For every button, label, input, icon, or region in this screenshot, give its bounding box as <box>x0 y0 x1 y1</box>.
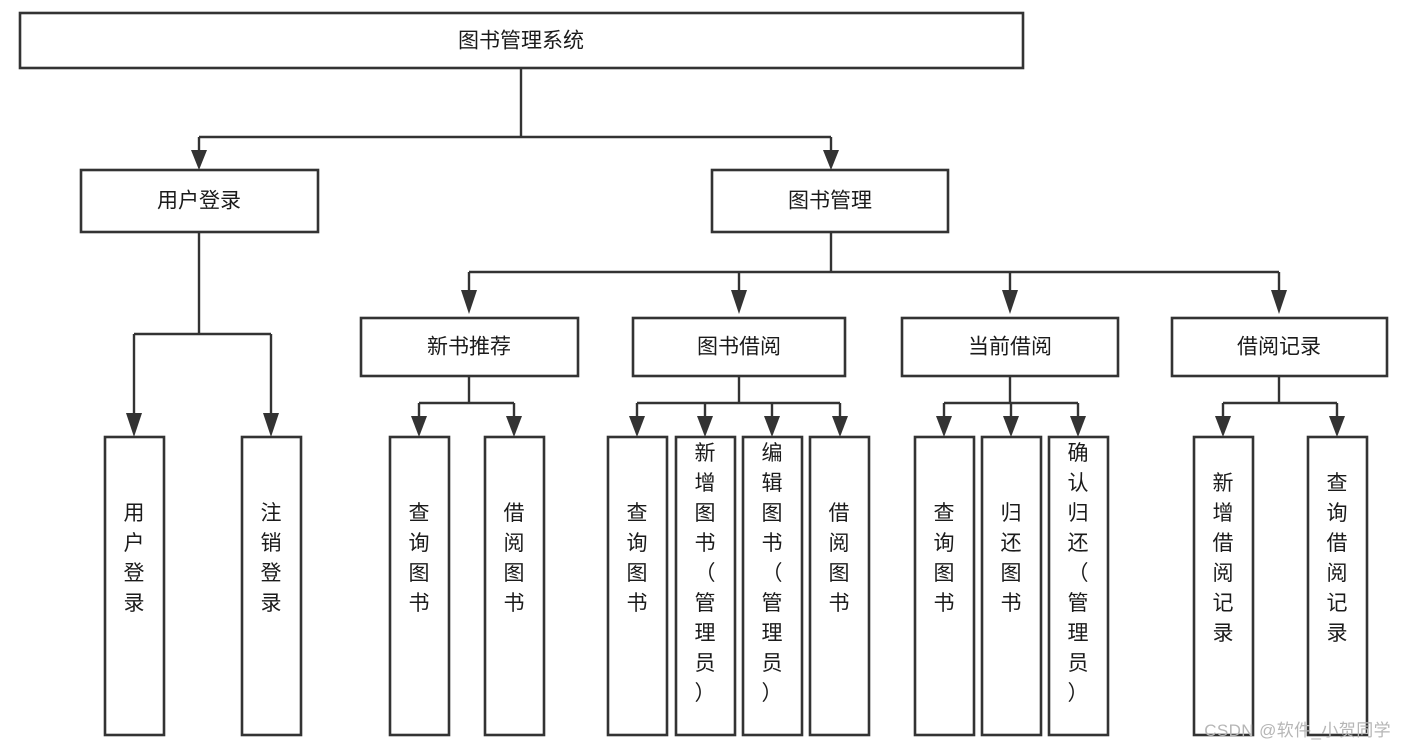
arrow-head-br-leaf-1 <box>1215 416 1231 437</box>
leaf-user-login-logout[interactable]: 注销登录 <box>240 435 303 737</box>
arrow-head-book-borrow <box>731 290 747 314</box>
leaf-borrow-record-add-label: 新增借阅记录 <box>1213 472 1234 645</box>
leaf-borrow-record-add-box[interactable] <box>1192 435 1255 737</box>
leaf-new-book-borrow-box[interactable] <box>483 435 546 737</box>
leaf-book-borrow-borrow[interactable]: 借阅图书 <box>808 435 871 737</box>
leaf-current-borrow-confirm-label: 确认归还（管理员） <box>1068 442 1089 705</box>
arrow-head-bb-leaf-4 <box>832 416 848 437</box>
leaf-new-book-borrow[interactable]: 借阅图书 <box>483 435 546 737</box>
leaf-book-borrow-query-box[interactable] <box>606 435 669 737</box>
node-book-manage[interactable]: 图书管理 <box>710 168 950 234</box>
leaf-book-borrow-add[interactable]: 新增图书（管理员） <box>674 435 737 737</box>
node-new-book-recommend-label: 新书推荐 <box>427 336 511 359</box>
arrow-head-cb-leaf-3 <box>1070 416 1086 437</box>
leaf-book-borrow-edit[interactable]: 编辑图书（管理员） <box>741 435 804 737</box>
arrow-head-nb-leaf-1 <box>411 416 427 437</box>
leaf-book-borrow-borrow-label: 借阅图书 <box>829 502 850 615</box>
node-user-login-label: 用户登录 <box>157 190 241 213</box>
node-root-box[interactable] <box>18 11 1025 70</box>
arrow-head-cb-leaf-2 <box>1003 416 1019 437</box>
node-current-borrow[interactable]: 当前借阅 <box>900 316 1120 378</box>
node-book-manage-box[interactable] <box>710 168 950 234</box>
arrow-head-bb-leaf-1 <box>629 416 645 437</box>
arrow-head-nb-leaf-2 <box>506 416 522 437</box>
leaf-borrow-record-query[interactable]: 查询借阅记录 <box>1306 435 1369 737</box>
connector-layer <box>126 68 1345 437</box>
node-user-login-box[interactable] <box>79 168 320 234</box>
leaf-new-book-query-box[interactable] <box>388 435 451 737</box>
leaf-current-borrow-query-label: 查询图书 <box>934 502 955 615</box>
node-current-borrow-box[interactable] <box>900 316 1120 378</box>
node-new-book-recommend-box[interactable] <box>359 316 580 378</box>
leaf-current-borrow-query[interactable]: 查询图书 <box>913 435 976 737</box>
leaf-current-borrow-return-box[interactable] <box>980 435 1043 737</box>
leaf-user-login-logout-box[interactable] <box>240 435 303 737</box>
leaf-user-login-login[interactable]: 用户登录 <box>103 435 166 737</box>
node-book-borrow-box[interactable] <box>631 316 847 378</box>
leaf-book-borrow-borrow-box[interactable] <box>808 435 871 737</box>
node-user-login[interactable]: 用户登录 <box>79 168 320 234</box>
leaf-book-borrow-add-box[interactable] <box>674 435 737 737</box>
arrow-head-borrow-record <box>1271 290 1287 314</box>
leaf-current-borrow-return[interactable]: 归还图书 <box>980 435 1043 737</box>
leaf-user-login-login-box[interactable] <box>103 435 166 737</box>
arrow-head-bb-leaf-2 <box>697 416 713 437</box>
leaf-book-borrow-query-label: 查询图书 <box>627 502 648 615</box>
arrow-head-book-manage <box>823 150 839 170</box>
leaf-book-borrow-edit-box[interactable] <box>741 435 804 737</box>
leaf-new-book-borrow-label: 借阅图书 <box>504 502 525 615</box>
leaf-user-login-login-label: 用户登录 <box>124 502 145 615</box>
arrow-head-current-borrow <box>1002 290 1018 314</box>
leaf-book-borrow-edit-label: 编辑图书（管理员） <box>762 442 783 705</box>
leaf-borrow-record-query-box[interactable] <box>1306 435 1369 737</box>
node-borrow-record-label: 借阅记录 <box>1237 336 1321 359</box>
leaf-new-book-query[interactable]: 查询图书 <box>388 435 451 737</box>
node-root-system[interactable]: 图书管理系统 <box>18 11 1025 70</box>
node-new-book-recommend[interactable]: 新书推荐 <box>359 316 580 378</box>
node-current-borrow-label: 当前借阅 <box>968 336 1052 359</box>
arrow-head-bb-leaf-3 <box>764 416 780 437</box>
leaf-current-borrow-query-box[interactable] <box>913 435 976 737</box>
arrow-head-leaf-logout <box>263 413 279 437</box>
arrow-head-leaf-user-login <box>126 413 142 437</box>
arrow-head-br-leaf-2 <box>1329 416 1345 437</box>
arrow-head-cb-leaf-1 <box>936 416 952 437</box>
leaf-book-borrow-query[interactable]: 查询图书 <box>606 435 669 737</box>
csdn-watermark: CSDN @软件_小贺同学 <box>1204 721 1391 740</box>
node-root-label: 图书管理系统 <box>458 30 584 53</box>
node-borrow-record[interactable]: 借阅记录 <box>1170 316 1389 378</box>
leaf-current-borrow-confirm[interactable]: 确认归还（管理员） <box>1047 435 1110 737</box>
leaf-book-borrow-add-label: 新增图书（管理员） <box>695 442 716 705</box>
leaf-new-book-query-label: 查询图书 <box>409 502 430 615</box>
leaf-current-borrow-confirm-box[interactable] <box>1047 435 1110 737</box>
arrow-head-new-book <box>461 290 477 314</box>
node-book-borrow[interactable]: 图书借阅 <box>631 316 847 378</box>
node-book-borrow-label: 图书借阅 <box>697 336 781 359</box>
leaf-borrow-record-add[interactable]: 新增借阅记录 <box>1192 435 1255 737</box>
leaf-current-borrow-return-label: 归还图书 <box>1001 502 1022 615</box>
leaf-borrow-record-query-label: 查询借阅记录 <box>1327 472 1348 645</box>
leaf-user-login-logout-label: 注销登录 <box>261 502 282 615</box>
node-book-manage-label: 图书管理 <box>788 190 872 213</box>
node-borrow-record-box[interactable] <box>1170 316 1389 378</box>
arrow-head-user-login <box>191 150 207 170</box>
